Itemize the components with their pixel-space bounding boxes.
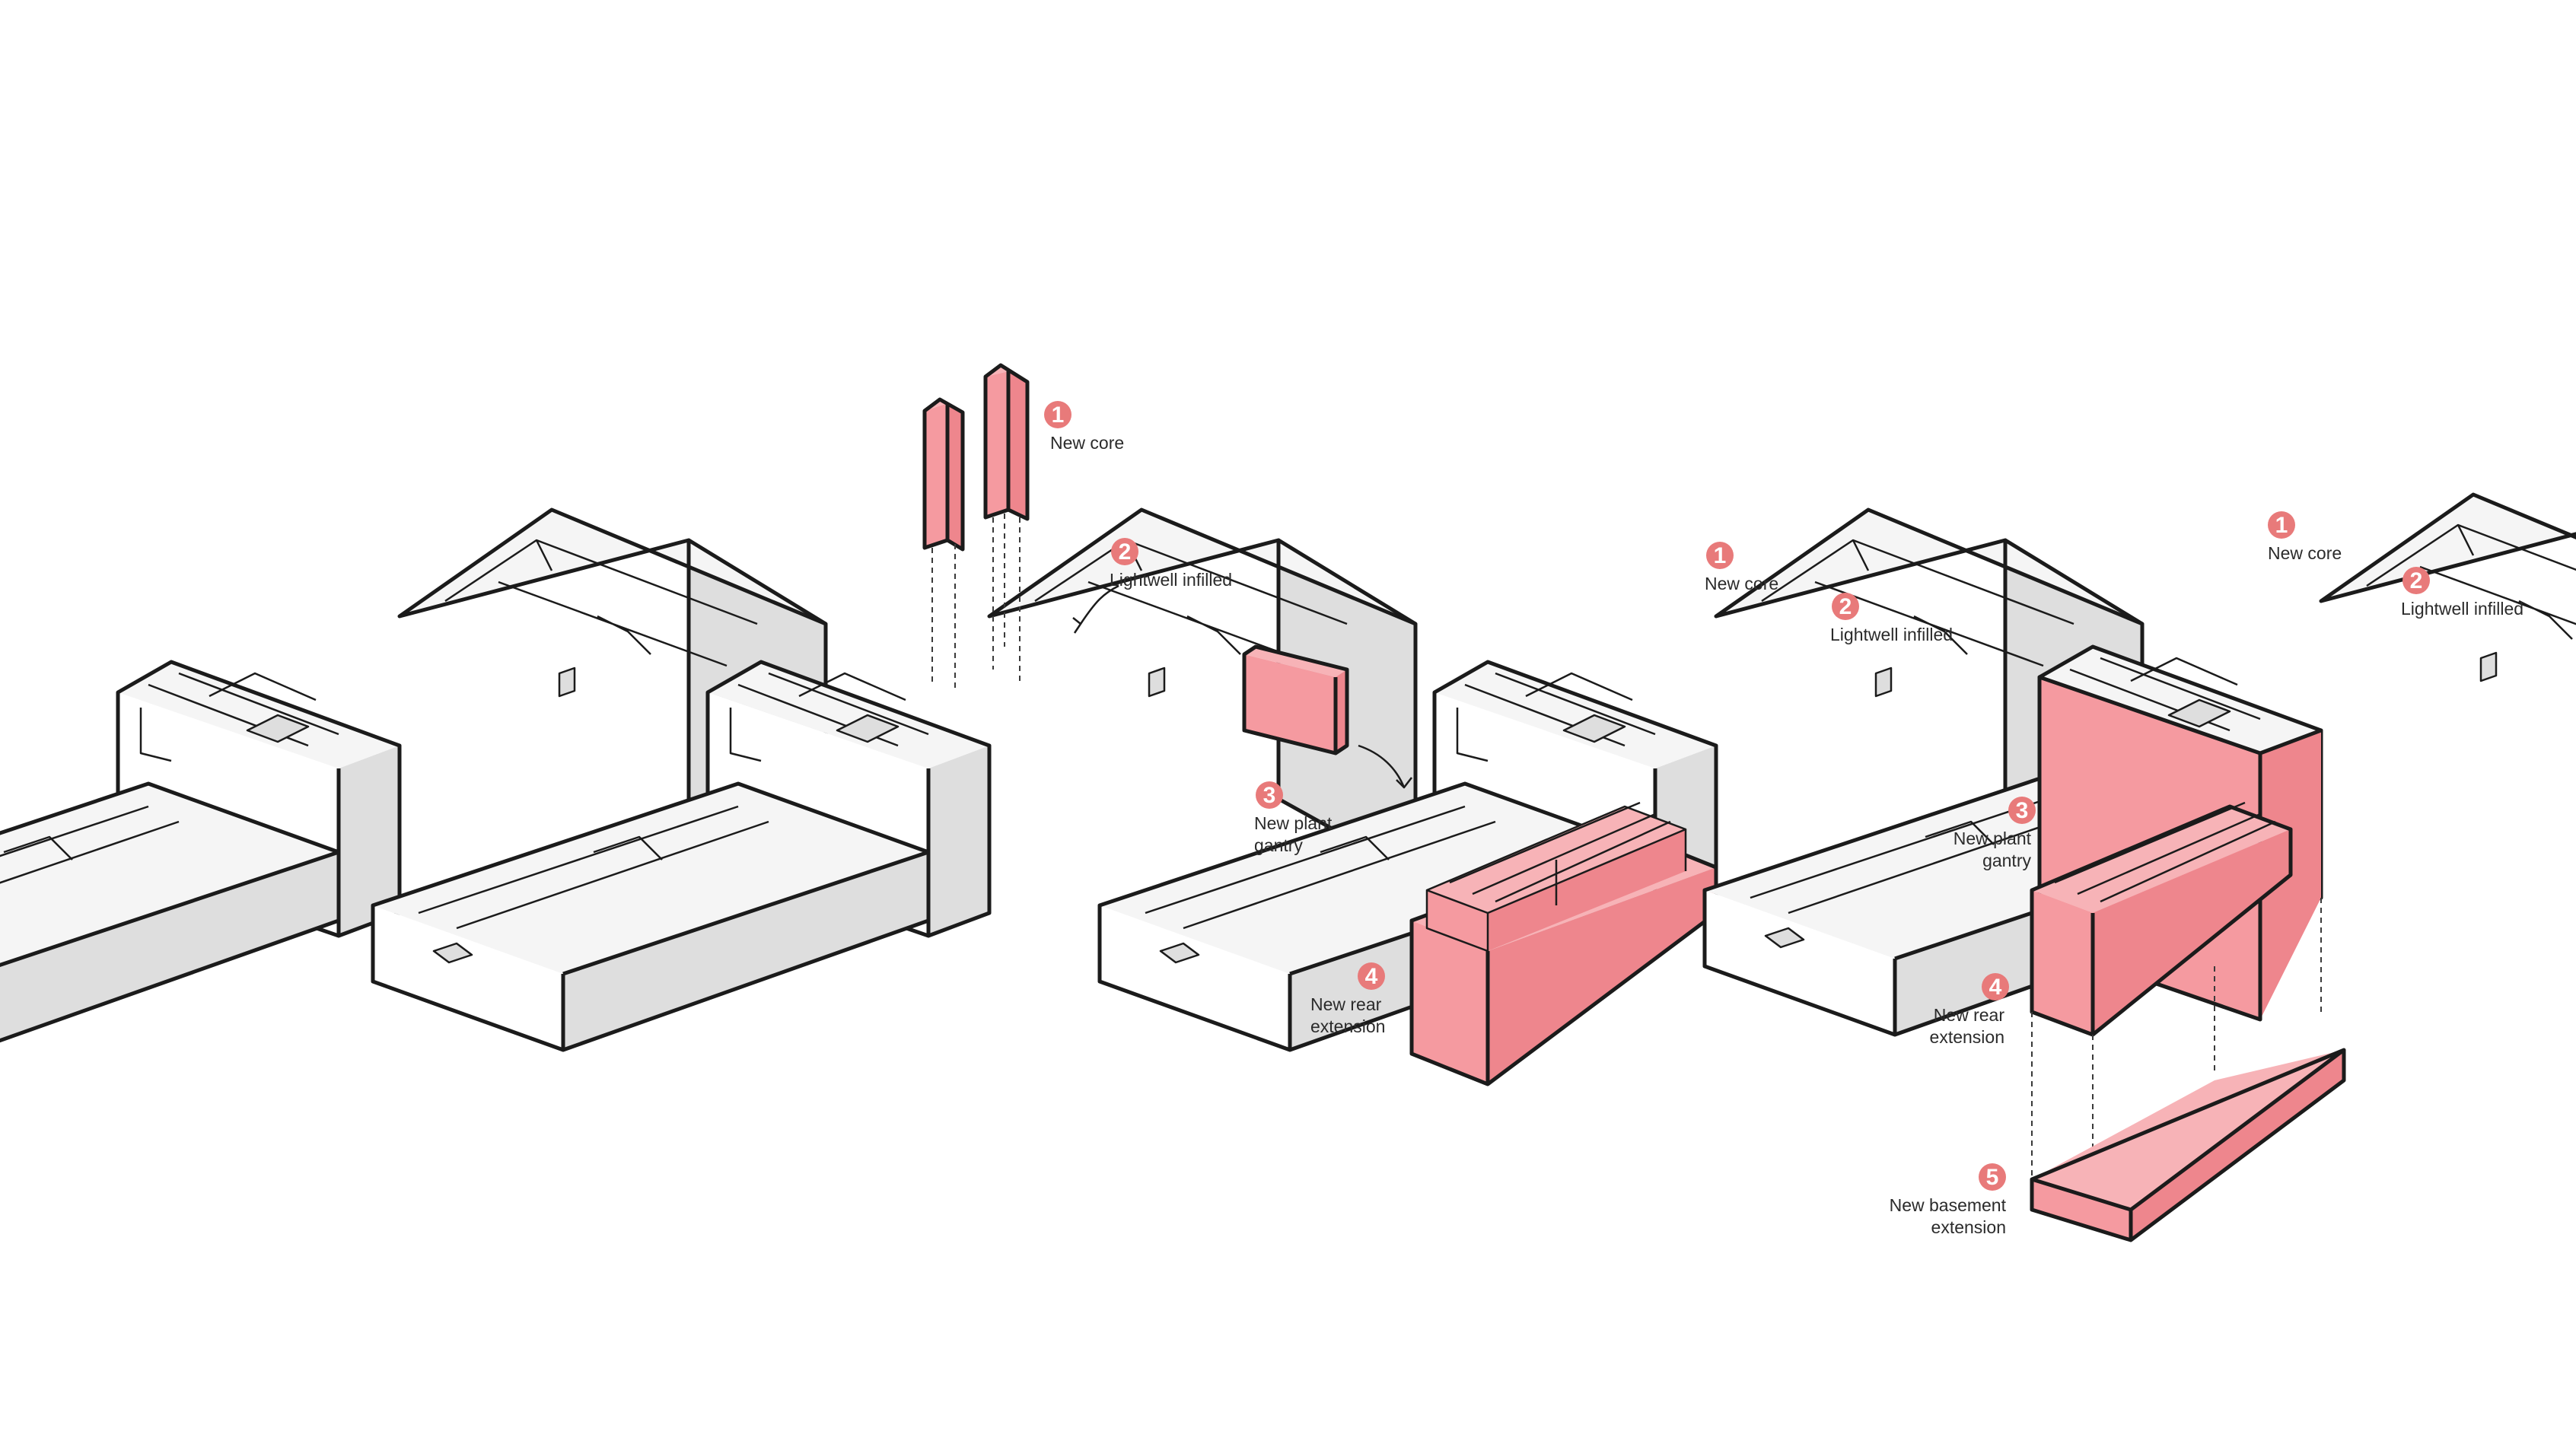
annotation-number: 3	[1263, 783, 1276, 808]
annotation-number: 5	[1986, 1165, 1999, 1190]
stage-3-annotation-3: 3 New plant gantry	[1254, 781, 1333, 855]
annotation-number: 3	[2016, 798, 2029, 823]
new-core-towers	[922, 363, 1030, 692]
annotation-label: Lightwell infilled	[1830, 625, 1953, 644]
annotation-label-line-2: extension	[1930, 1027, 2004, 1047]
stage-4-annotation-1: 1 New core	[2268, 511, 2342, 563]
new-basement-extension	[2030, 1048, 2346, 1242]
stage-2-annotation-1: 1 New core	[1044, 401, 1124, 453]
annotation-label-line-1: New rear	[1310, 994, 1382, 1014]
stage-4-annotation-4: 4 New rear extension	[1930, 973, 2009, 1047]
annotation-number: 2	[1839, 594, 1852, 619]
annotation-label-line-1: New basement	[1890, 1195, 2007, 1215]
stage-2-annotation-2: 2 Lightwell infilled	[1110, 538, 1232, 590]
stage-3-annotation-4: 4 New rear extension	[1310, 962, 1385, 1036]
new-plant-gantry	[1242, 644, 1349, 755]
annotation-number: 2	[2410, 568, 2423, 593]
stage-2-core-lightwell	[373, 363, 1415, 1050]
new-rear-extension-stage-4	[2030, 675, 2322, 1037]
new-rear-extension	[1409, 801, 1718, 1086]
annotation-label-line-2: gantry	[1982, 851, 2031, 870]
annotation-label-line-2: extension	[1931, 1217, 2006, 1237]
annotation-number: 4	[1989, 975, 2002, 1000]
annotation-number: 1	[2275, 513, 2288, 538]
annotation-label-line-2: gantry	[1254, 835, 1303, 855]
annotation-label-line-1: New plant	[1953, 829, 2032, 848]
annotation-number: 4	[1365, 964, 1378, 989]
annotation-number: 1	[1052, 402, 1065, 428]
annotation-label-line-1: New rear	[1934, 1005, 2005, 1025]
stage-4-basement	[1705, 495, 2576, 1242]
annotation-number: 1	[1714, 543, 1727, 568]
annotation-label: Lightwell infilled	[1110, 570, 1232, 590]
annotation-label: New core	[2268, 543, 2342, 563]
annotation-label-line-2: extension	[1310, 1016, 1385, 1036]
annotation-label: New core	[1050, 433, 1124, 453]
annotation-label: Lightwell infilled	[2401, 599, 2523, 619]
stage-3-gantry-extension	[1100, 510, 2142, 1086]
annotation-label-line-1: New plant	[1254, 813, 1333, 833]
stage-4-annotation-2: 2 Lightwell infilled	[2401, 567, 2523, 619]
stage-4-annotation-5: 5 New basement extension	[1890, 1163, 2007, 1237]
annotation-number: 2	[1119, 539, 1132, 565]
stage-3-annotation-1: 1 New core	[1705, 542, 1778, 593]
stage-3-annotation-2: 2 Lightwell infilled	[1830, 593, 1953, 644]
stage-4-annotation-3: 3 New plant gantry	[1953, 797, 2036, 870]
annotation-label: New core	[1705, 574, 1778, 593]
